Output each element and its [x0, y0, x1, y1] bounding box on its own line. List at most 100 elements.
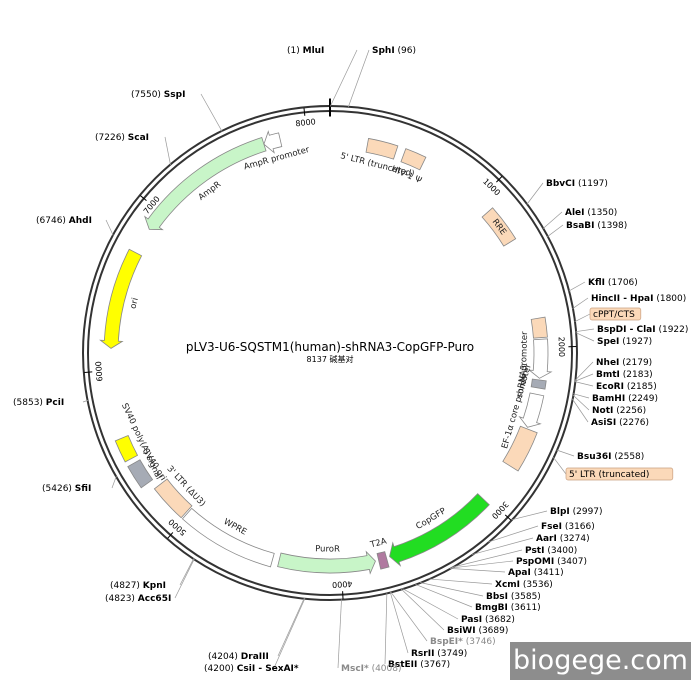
- site-line-kfli: [568, 281, 586, 292]
- site-name: PasI: [461, 615, 482, 625]
- site-pos: (2183): [620, 370, 653, 380]
- site-pos: (7550): [131, 90, 164, 100]
- feature-label-t2a: T2A: [368, 536, 388, 550]
- site-name: SspI: [164, 90, 186, 100]
- site-name: PciI: [46, 398, 64, 408]
- site-name: Acc65I: [138, 594, 172, 604]
- site-label-ahdi: (6746) AhdI: [36, 216, 92, 226]
- site-label-bsabi: BsaBI (1398): [566, 221, 627, 231]
- site-label-asisi: AsiSI (2276): [591, 418, 649, 428]
- site-pos: (2276): [616, 418, 649, 428]
- tick-8000: [303, 107, 306, 116]
- tick-label: 8000: [295, 117, 316, 128]
- site-label-spei: SpeI (1927): [597, 337, 652, 347]
- site-label-bspei: BspEI* (3746): [430, 637, 496, 647]
- feature-3-ltr-u3: [153, 478, 193, 519]
- site-label-bsu36i: Bsu36I (2558): [577, 452, 644, 462]
- plasmid-title: pLV3-U6-SQSTM1(human)-shRNA3-CopGFP-Puro: [186, 340, 474, 354]
- site-name: NotI: [592, 406, 613, 416]
- tick-1000: [496, 176, 503, 183]
- site-name: AarI: [536, 534, 557, 544]
- site-pos: (3274): [557, 534, 590, 544]
- site-name: ScaI: [128, 133, 149, 143]
- site-label-rsrii: RsrII (3749): [411, 649, 467, 659]
- site-pos: (4827): [110, 581, 143, 591]
- site-line-alei: [542, 211, 563, 229]
- site-line-sfii: [111, 475, 117, 489]
- site-line-bspdi-clai: [575, 328, 595, 333]
- site-pos: (3585): [508, 592, 541, 602]
- site-name: KflI: [588, 278, 605, 288]
- site-name: MluI: [303, 46, 325, 56]
- site-label-bbvci: BbvCI (1197): [546, 179, 608, 189]
- site-line-bmgbi: [415, 583, 473, 608]
- site-name: AleI: [565, 208, 585, 218]
- site-line-cppt-cts: [574, 313, 591, 323]
- site-label-bsiwi: BsiWI (3689): [447, 626, 508, 636]
- site-name: BspEI*: [430, 637, 463, 647]
- site-line-msci: [337, 599, 342, 669]
- site-label-cppt-cts: cPPT/CTS: [593, 310, 635, 320]
- site-box-cppt-cts: [589, 307, 642, 321]
- site-pos: (3166): [562, 522, 595, 532]
- site-name: SpeI: [597, 337, 619, 347]
- site-pos: (96): [395, 46, 416, 56]
- site-name: AsiSI: [591, 418, 616, 428]
- feature-hiv-1: [400, 148, 427, 171]
- site-label-nhei: NheI (2179): [596, 358, 652, 368]
- site-label-kfli: KflI (1706): [588, 278, 638, 288]
- site-label-bmgbi: BmgBI (3611): [475, 603, 541, 613]
- site-label-sfii: (5426) SfiI: [42, 484, 91, 494]
- site-line-psti: [451, 549, 523, 568]
- site-name: HincII - HpaI: [591, 294, 653, 304]
- site-pos: (6746): [36, 216, 69, 226]
- site-name: DraIII: [241, 652, 269, 662]
- site-line-csii-sexai: [273, 598, 306, 669]
- site-name: BamHI: [592, 394, 625, 404]
- site-name: EcoRI: [596, 382, 624, 392]
- site-name: BsaBI: [566, 221, 595, 231]
- feature-shrna3: [530, 378, 547, 390]
- feature-cppt-cts: [530, 316, 548, 339]
- tick-5000: [167, 532, 174, 539]
- feature-5-ltr-truncated: [365, 137, 399, 160]
- site-pos: (2179): [619, 358, 652, 368]
- site-label-bsteii: BstEII (3767): [388, 660, 450, 670]
- site-pos: (1922): [656, 325, 689, 335]
- site-pos: (4823): [105, 594, 138, 604]
- site-label-acc65i: (4823) Acc65I: [105, 594, 171, 604]
- feature-label-puror: PuroR: [315, 544, 340, 554]
- site-line-acc65i: [174, 558, 195, 599]
- site-name: XcmI: [495, 580, 520, 590]
- site-label-hincii-hpai: HincII - HpaI (1800): [591, 294, 686, 304]
- site-label-5-ltr-truncated: 5' LTR (truncated): [569, 470, 649, 480]
- feature-wpre: [181, 507, 275, 568]
- site-line-asisi: [571, 398, 589, 423]
- site-line-bbvci: [526, 182, 544, 205]
- site-name: PspOMI: [516, 557, 554, 567]
- site-pos: (5853): [13, 398, 46, 408]
- site-name: BstEII: [388, 660, 417, 670]
- site-line-bmti: [574, 373, 594, 382]
- site-box-5-ltr-truncated: [565, 467, 674, 481]
- tick-7000: [140, 195, 147, 202]
- site-pos: (4204): [208, 652, 241, 662]
- site-name: FseI: [541, 522, 562, 532]
- site-name: 5' LTR (truncated): [569, 470, 649, 480]
- site-pos: (1350): [585, 208, 618, 218]
- site-line-bspei: [390, 591, 428, 642]
- site-label-mlui: (1) MluI: [287, 46, 324, 56]
- site-label-msci: MscI* (4008): [341, 664, 402, 674]
- site-pos: (1398): [595, 221, 628, 231]
- site-line-bsteii: [384, 592, 388, 665]
- site-name: MscI*: [341, 664, 369, 674]
- site-label-scai: (7226) ScaI: [95, 133, 149, 143]
- site-name: PstI: [525, 546, 544, 556]
- site-label-aari: AarI (3274): [536, 534, 590, 544]
- site-line-xcmi: [428, 578, 493, 585]
- site-pos: (2558): [612, 452, 645, 462]
- site-name: RsrII: [411, 649, 434, 659]
- site-label-bspdi-clai: BspDI - ClaI (1922): [597, 325, 688, 335]
